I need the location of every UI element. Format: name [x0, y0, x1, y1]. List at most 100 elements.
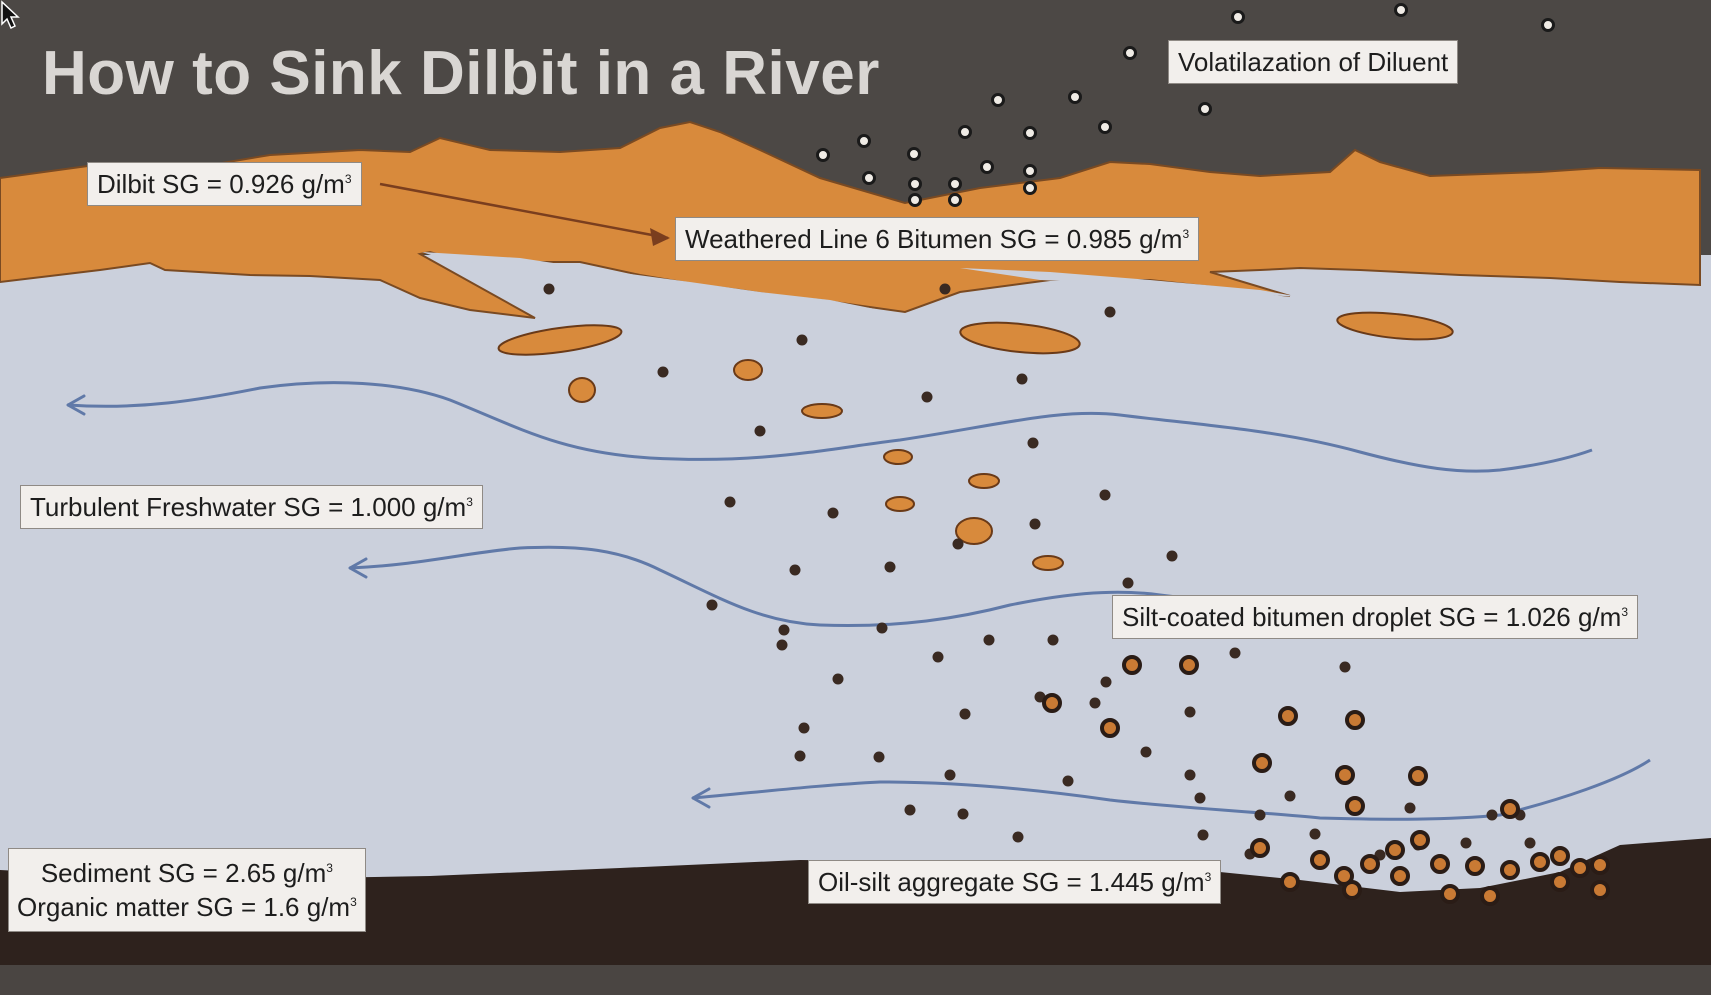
label-text: Oil-silt aggregate SG = 1.445 g/m — [818, 867, 1205, 897]
diluent-bubble — [1123, 46, 1137, 60]
dilbit-arrow-line — [379, 182, 669, 240]
silt-coated-droplet — [1410, 830, 1430, 850]
silt-coated-droplet — [1590, 880, 1610, 900]
silt-particle — [832, 673, 844, 685]
current-arrowhead — [691, 787, 711, 809]
silt-particle — [789, 564, 801, 576]
silt-particle — [1027, 437, 1039, 449]
silt-particle — [1254, 809, 1266, 821]
label-text: Organic matter SG = 1.6 g/m — [17, 892, 351, 922]
diluent-bubble — [948, 193, 962, 207]
silt-coated-droplet — [1408, 766, 1428, 786]
silt-particle — [876, 622, 888, 634]
silt-coated-droplet — [1550, 872, 1570, 892]
silt-particle — [1229, 647, 1241, 659]
label-text: Turbulent Freshwater SG = 1.000 g/m — [30, 492, 467, 522]
superscript: 3 — [1621, 605, 1629, 619]
silt-particle — [1166, 550, 1178, 562]
oil-droplet — [959, 321, 1081, 355]
silt-particle — [1184, 706, 1196, 718]
silt-particle — [1404, 802, 1416, 814]
slick-pocket — [960, 268, 1300, 297]
diluent-bubble — [1231, 10, 1245, 24]
label-dilbit: Dilbit SG = 0.926 g/m3 — [87, 162, 362, 206]
diluent-bubble — [1068, 90, 1082, 104]
superscript: 3 — [326, 861, 333, 875]
silt-particle — [1062, 775, 1074, 787]
silt-coated-droplet — [1530, 852, 1550, 872]
current-arrowhead — [348, 557, 368, 579]
silt-particle — [1122, 577, 1134, 589]
silt-coated-droplet — [1342, 880, 1362, 900]
silt-coated-droplet — [1500, 799, 1520, 819]
oil-droplet — [497, 324, 623, 356]
silt-particle — [1460, 837, 1472, 849]
silt-coated-droplet — [1385, 840, 1405, 860]
bottom-bar — [0, 965, 1711, 995]
diluent-bubble — [908, 177, 922, 191]
silt-particle — [1184, 769, 1196, 781]
silt-particle — [944, 769, 956, 781]
silt-particle — [1194, 792, 1206, 804]
silt-particle — [1104, 306, 1116, 318]
oil-droplet — [1336, 311, 1454, 341]
silt-coated-droplet — [1500, 860, 1520, 880]
current-arrowhead — [66, 394, 86, 416]
diluent-bubble — [1023, 181, 1037, 195]
diluent-bubble — [1023, 164, 1037, 178]
silt-particle — [1047, 634, 1059, 646]
label-text: Volatilazation of Diluent — [1178, 47, 1449, 77]
dilbit-arrow-head — [650, 228, 670, 246]
diluent-bubble — [857, 134, 871, 148]
silt-coated-droplet — [1440, 884, 1460, 904]
label-line-sediment: Sediment SG = 2.65 g/m3 — [17, 856, 357, 890]
silt-coated-droplet — [1570, 858, 1590, 878]
diluent-bubble — [907, 147, 921, 161]
silt-particle — [983, 634, 995, 646]
silt-coated-droplet — [1390, 866, 1410, 886]
silt-particle — [706, 599, 718, 611]
diluent-bubble — [980, 160, 994, 174]
silt-particle — [1524, 837, 1536, 849]
silt-particle — [1339, 661, 1351, 673]
silt-particle — [884, 561, 896, 573]
silt-coated-droplet — [1480, 886, 1500, 906]
label-weathered-bitumen: Weathered Line 6 Bitumen SG = 0.985 g/m3 — [675, 217, 1200, 261]
silt-coated-droplet — [1278, 706, 1298, 726]
silt-particle — [724, 496, 736, 508]
superscript: 3 — [466, 495, 473, 509]
page-title: How to Sink Dilbit in a River — [42, 39, 880, 108]
silt-coated-droplet — [1280, 872, 1300, 892]
silt-particle — [952, 538, 964, 550]
silt-particle — [1012, 831, 1024, 843]
mouse-pointer-icon — [1, 0, 20, 30]
silt-particle — [957, 808, 969, 820]
oil-droplet — [883, 449, 913, 465]
diluent-bubble — [1098, 120, 1112, 134]
diluent-bubble — [991, 93, 1005, 107]
silt-coated-droplet — [1042, 693, 1062, 713]
diluent-bubble — [908, 193, 922, 207]
silt-particle — [1309, 828, 1321, 840]
silt-particle — [1197, 829, 1209, 841]
oil-droplet — [955, 517, 993, 545]
diluent-bubble — [958, 125, 972, 139]
diluent-bubble — [1198, 102, 1212, 116]
label-line-organic: Organic matter SG = 1.6 g/m3 — [17, 890, 357, 924]
superscript: 3 — [1182, 227, 1190, 241]
silt-particle — [1100, 676, 1112, 688]
oil-droplet — [733, 359, 763, 381]
silt-coated-droplet — [1335, 765, 1355, 785]
diluent-bubble — [862, 171, 876, 185]
silt-particle — [798, 722, 810, 734]
silt-coated-droplet — [1252, 753, 1272, 773]
label-text: Dilbit SG = 0.926 g/m — [97, 169, 345, 199]
silt-particle — [778, 624, 790, 636]
oil-droplets — [497, 311, 1454, 571]
label-diluent-volatilization: Volatilazation of Diluent — [1168, 40, 1459, 84]
oil-droplet — [801, 403, 843, 419]
silt-particle — [873, 751, 885, 763]
silt-particle — [776, 639, 788, 651]
sediment-bed — [0, 838, 1711, 995]
